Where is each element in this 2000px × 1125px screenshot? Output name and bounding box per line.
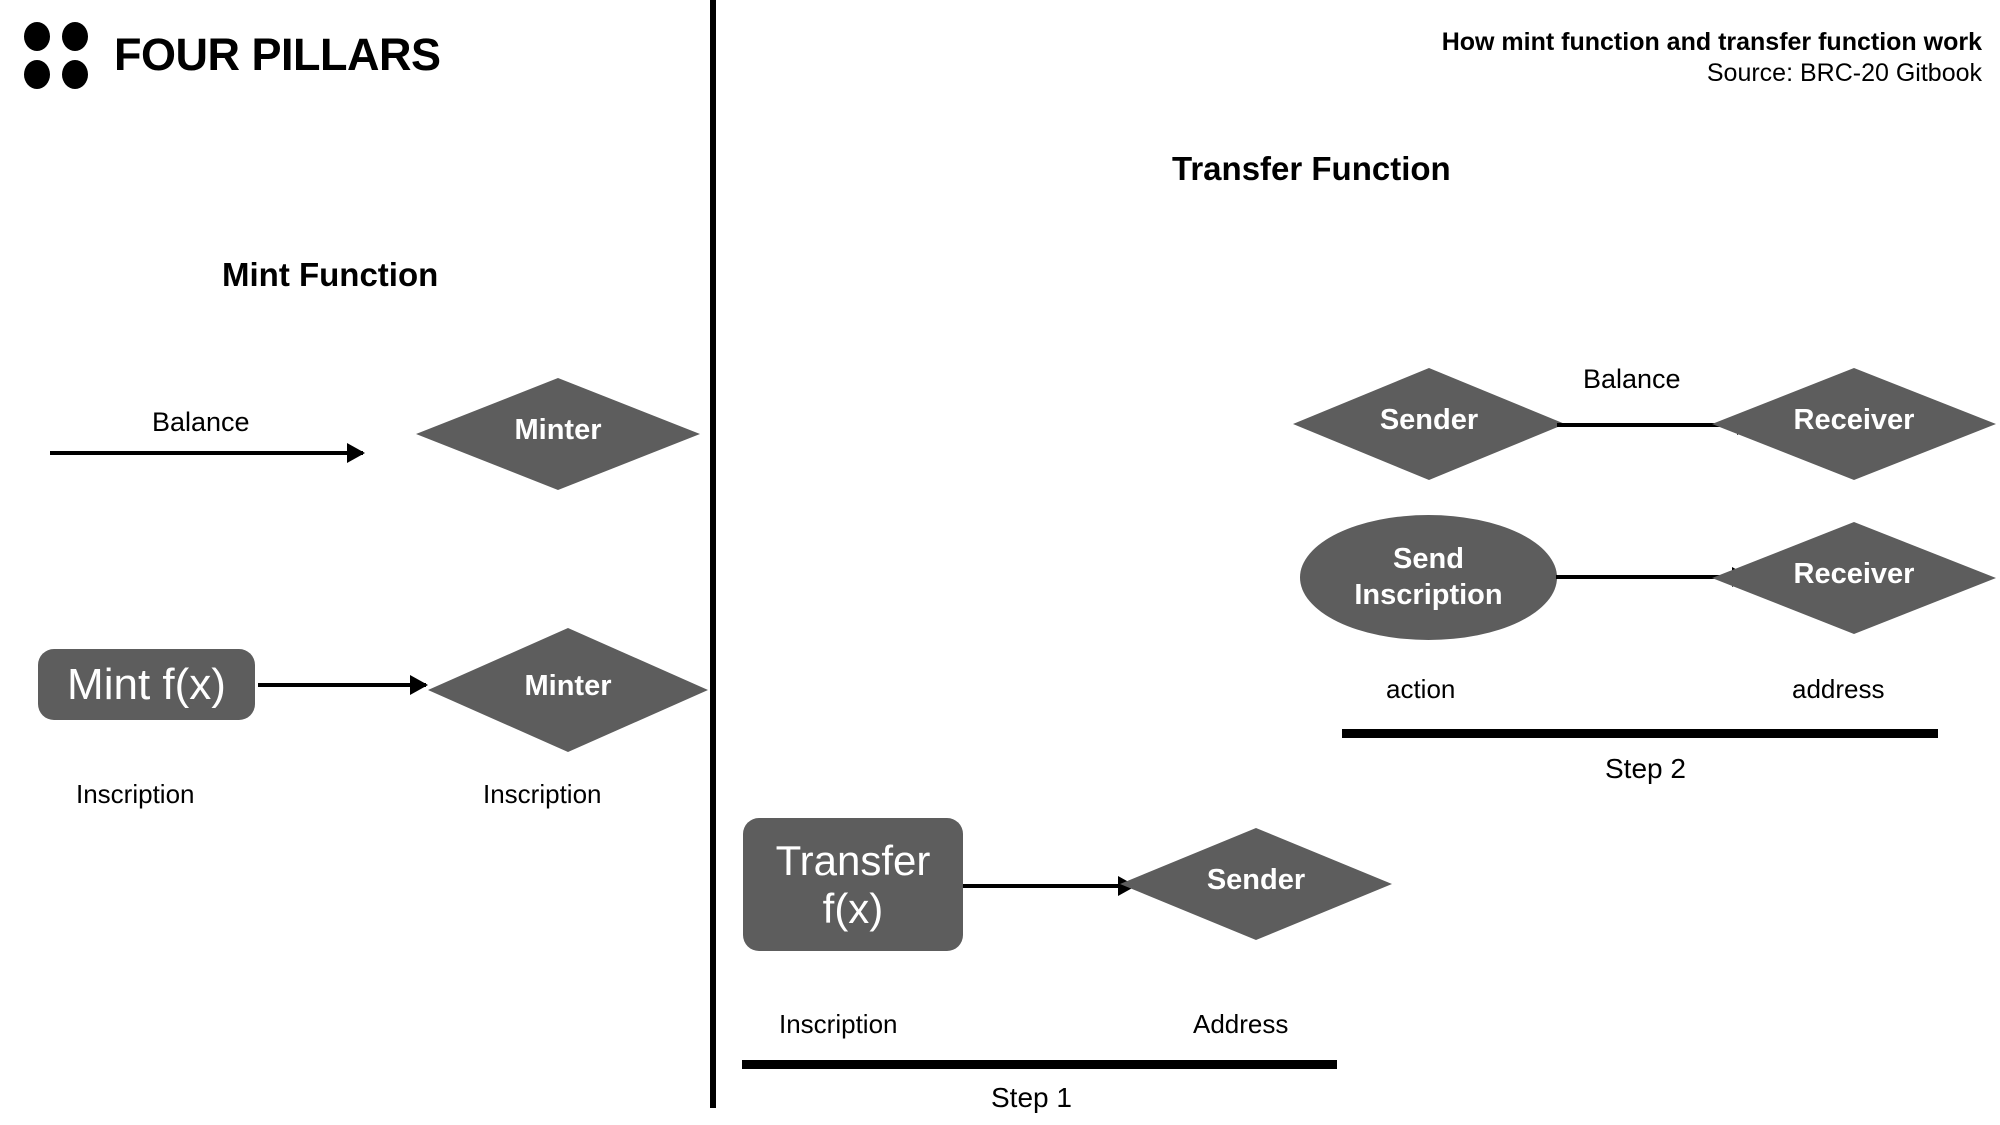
send-inscription-line1: Send <box>1393 543 1464 576</box>
step1-label: Step 1 <box>991 1082 1072 1113</box>
receiver-diamond-top-label: Receiver <box>1793 403 1915 436</box>
mint-function-box-label: Mint f(x) <box>67 659 226 709</box>
mint-caption-inscription-right: Inscription <box>483 779 602 809</box>
brand-logo: FOUR PILLARS <box>24 22 441 89</box>
sender-diamond-step2-label: Sender <box>1379 403 1479 436</box>
step1-caption-address: Address <box>1193 1009 1289 1039</box>
transfer-function-box: Transfer f(x) <box>743 818 963 951</box>
step1-caption-inscription: Inscription <box>779 1009 898 1039</box>
minter-diamond-bottom: Minter <box>428 628 708 752</box>
source-credit: Source: BRC-20 Gitbook <box>1706 58 1982 87</box>
receiver-diamond-top: Receiver <box>1712 368 1996 480</box>
step2-caption-address: address <box>1792 674 1885 704</box>
mint-balance-arrow <box>50 443 365 463</box>
transfer-balance-arrow-label: Balance <box>1583 364 1681 394</box>
logo-dot <box>62 60 88 89</box>
step2-caption-action: action <box>1386 674 1456 704</box>
mint-to-minter-arrow <box>258 675 428 695</box>
send-inscription-ellipse: Send Inscription <box>1300 515 1557 640</box>
receiver-diamond-bottom: Receiver <box>1712 522 1996 634</box>
minter-diamond-top: Minter <box>416 378 700 490</box>
send-inscription-ellipse-label: Send Inscription <box>1354 542 1502 613</box>
logo-dot <box>24 22 50 51</box>
transfer-fx-line1: Transfer <box>775 837 931 885</box>
page-title: How mint function and transfer function … <box>1441 28 1982 56</box>
header-block: How mint function and transfer function … <box>1442 28 1982 88</box>
sender-diamond-step1-label: Sender <box>1206 863 1306 896</box>
step2-label: Step 2 <box>1605 753 1686 784</box>
step1-bar <box>742 1060 1337 1069</box>
receiver-diamond-bottom-label: Receiver <box>1793 557 1915 590</box>
mint-function-title: Mint Function <box>222 256 439 293</box>
transfer-to-sender-arrow <box>963 876 1136 896</box>
transfer-function-box-label: Transfer f(x) <box>776 837 931 931</box>
transfer-fx-line2: f(x) <box>822 884 884 932</box>
logo-dot <box>62 22 88 51</box>
panel-divider <box>710 0 716 1108</box>
transfer-function-title: Transfer Function <box>1172 150 1451 187</box>
minter-diamond-top-label: Minter <box>514 413 602 446</box>
four-dots-icon <box>24 22 88 89</box>
logo-dot <box>24 60 50 89</box>
brand-name: FOUR PILLARS <box>114 28 441 80</box>
mint-balance-arrow-label: Balance <box>152 407 250 437</box>
send-inscription-line2: Inscription <box>1354 578 1503 611</box>
mint-function-box: Mint f(x) <box>38 649 255 720</box>
sender-diamond-step1: Sender <box>1120 828 1392 940</box>
step2-bar <box>1342 729 1938 738</box>
sender-diamond-step2: Sender <box>1293 368 1565 480</box>
minter-diamond-bottom-label: Minter <box>524 669 612 702</box>
mint-caption-inscription-left: Inscription <box>76 779 195 809</box>
